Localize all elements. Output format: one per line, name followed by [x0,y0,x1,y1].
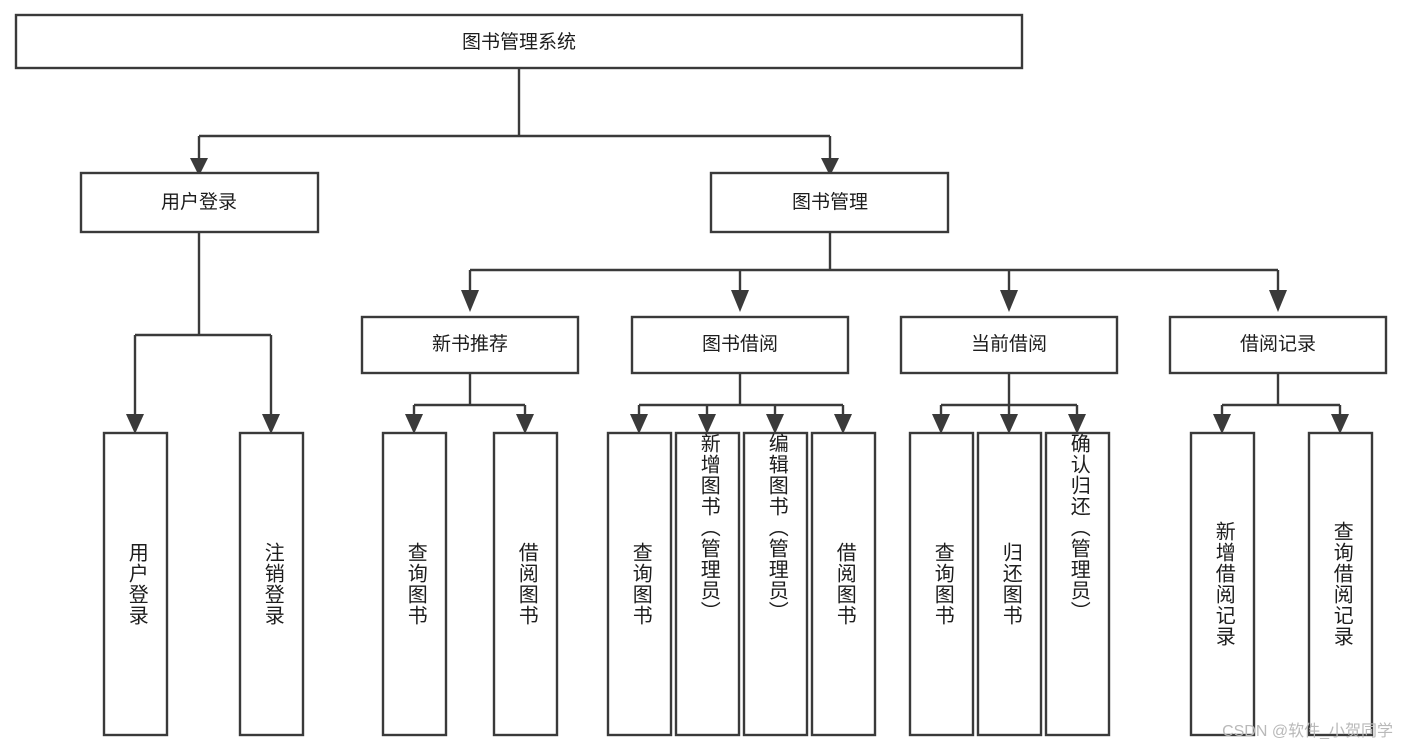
leaf-box-user-login[interactable] [102,431,169,737]
node-borrow-record-label: 借阅记录 [1240,333,1316,355]
arrowhead-icon [262,414,280,434]
leaf-box-query-book-current[interactable] [908,431,975,737]
node-new-book-recommend-label: 新书推荐 [432,333,508,355]
arrowhead-icon [932,414,950,434]
leaf-box-query-book-borrow[interactable] [606,431,673,737]
arrowhead-icon [1000,414,1018,434]
node-book-borrow-box[interactable] [630,315,850,375]
node-root-label: 图书管理系统 [462,31,576,53]
leaf-box-add-book-admin[interactable] [674,431,741,737]
watermark-text: CSDN @软件_小贺同学 [1222,723,1393,740]
arrowhead-icon [190,158,208,176]
node-book-borrow[interactable]: 图书借阅 [630,315,850,375]
leaf-box-group [102,431,1374,737]
leaf-box-logout-login[interactable] [238,431,305,737]
arrowhead-icon [1331,414,1349,434]
arrowhead-icon [698,414,716,434]
leaf-box-query-borrow-record[interactable] [1307,431,1374,737]
leaf-box-query-book-recommend[interactable] [381,431,448,737]
arrowhead-icon [1269,290,1287,312]
leaf-box-borrow-book[interactable] [810,431,877,737]
leaf-box-confirm-return-admin[interactable] [1044,431,1111,737]
node-root[interactable]: 图书管理系统 [14,13,1024,70]
node-book-management-label: 图书管理 [792,191,868,213]
arrowhead-icon [821,158,839,176]
node-book-borrow-label: 图书借阅 [702,333,778,355]
node-current-borrow-label: 当前借阅 [971,333,1047,355]
arrowhead-icon [766,414,784,434]
arrowhead-icon [126,414,144,434]
leaf-box-return-book[interactable] [976,431,1043,737]
arrowhead-icon [630,414,648,434]
node-book-management-box[interactable] [709,171,950,234]
node-book-management[interactable]: 图书管理 [709,171,950,234]
arrowhead-icon [1000,290,1018,312]
arrowhead-icon [834,414,852,434]
node-user-login-box[interactable] [79,171,320,234]
node-user-login-label: 用户登录 [161,191,237,213]
arrowhead-icon [461,290,479,312]
node-new-book-recommend-box[interactable] [360,315,580,375]
node-new-book-recommend[interactable]: 新书推荐 [360,315,580,375]
node-current-borrow-box[interactable] [899,315,1119,375]
node-borrow-record-box[interactable] [1168,315,1388,375]
arrowhead-icon [1213,414,1231,434]
node-borrow-record[interactable]: 借阅记录 [1168,315,1388,375]
leaf-box-borrow-book-recommend[interactable] [492,431,559,737]
arrowhead-icon [1068,414,1086,434]
leaf-box-add-borrow-record[interactable] [1189,431,1256,737]
node-current-borrow[interactable]: 当前借阅 [899,315,1119,375]
arrowhead-icon [405,414,423,434]
arrowhead-icon [516,414,534,434]
node-user-login[interactable]: 用户登录 [79,171,320,234]
arrowhead-icon [731,290,749,312]
node-root-box[interactable] [14,13,1024,70]
leaf-box-edit-book-admin[interactable] [742,431,809,737]
arrowhead-group [126,158,1349,434]
